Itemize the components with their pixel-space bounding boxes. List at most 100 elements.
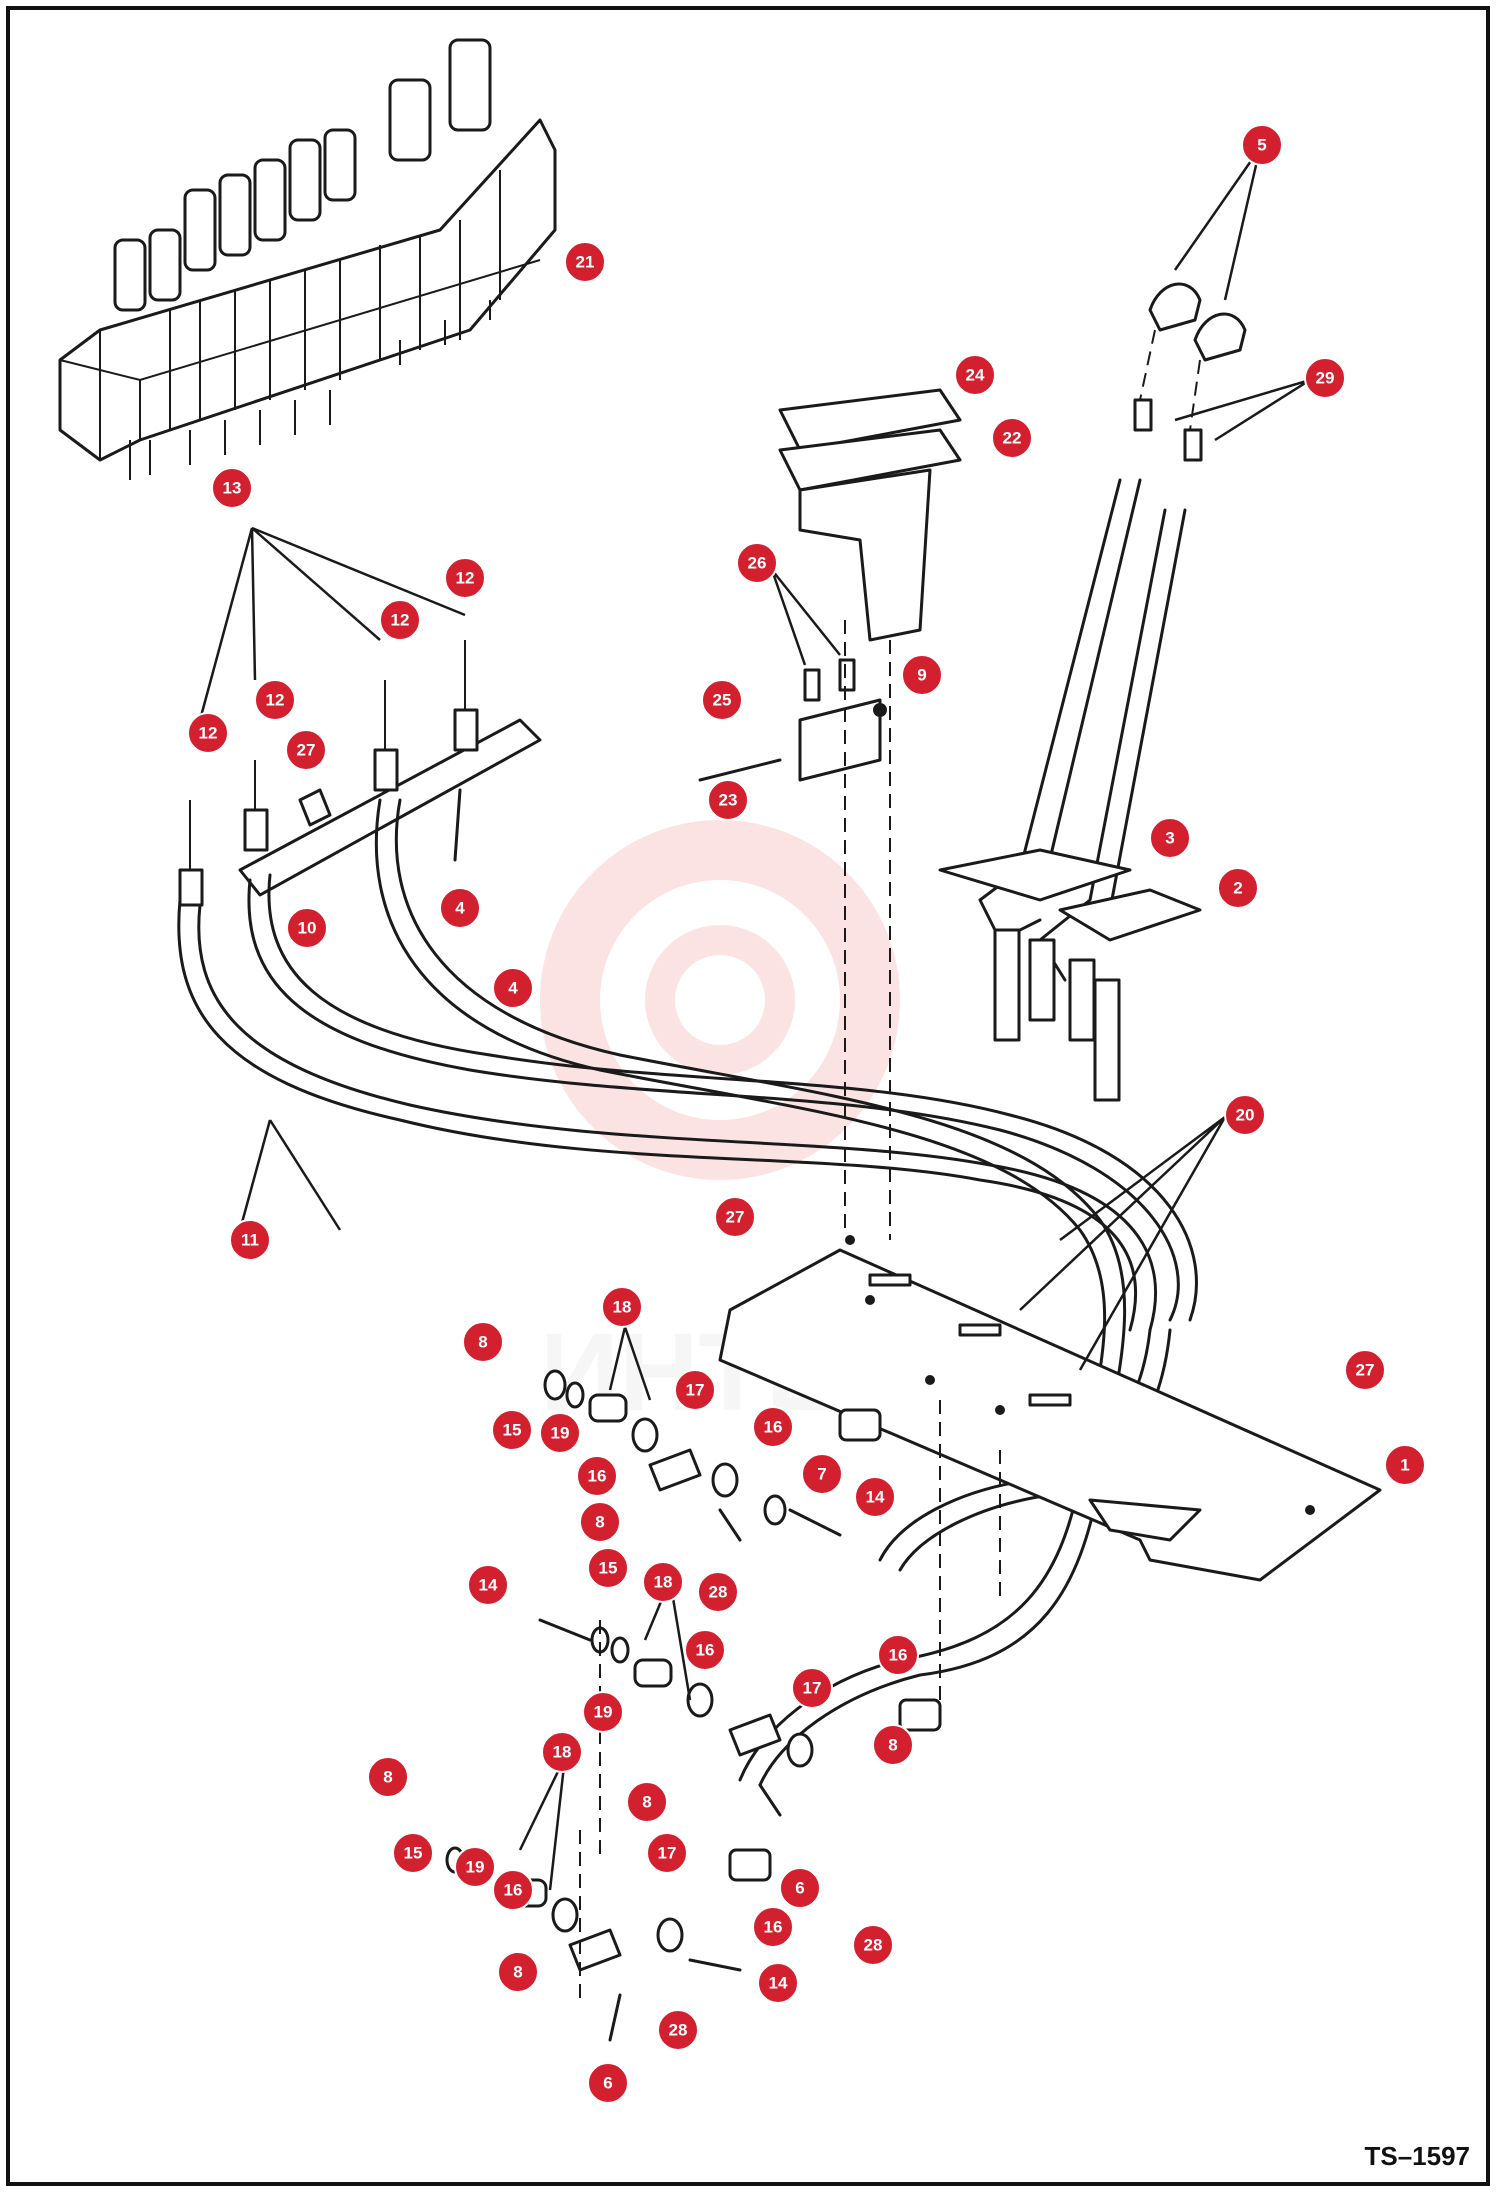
callout-label: 6 xyxy=(795,1879,804,1898)
callout-marker xyxy=(626,1781,668,1823)
callout-c6a: 6 xyxy=(779,1867,821,1909)
callout-label: 12 xyxy=(199,724,218,743)
callout-marker xyxy=(991,417,1033,459)
callout-marker xyxy=(752,1906,794,1948)
callout-c11: 11 xyxy=(229,1219,271,1261)
callout-marker xyxy=(901,654,943,696)
callout-c15a: 15 xyxy=(491,1409,533,1451)
callout-c18a: 18 xyxy=(601,1286,643,1328)
callout-c21: 21 xyxy=(564,241,606,283)
callout-label: 29 xyxy=(1316,369,1335,388)
callout-c13: 13 xyxy=(211,467,253,509)
mount-brackets xyxy=(698,388,962,1240)
callout-label: 7 xyxy=(817,1465,826,1484)
callout-c16f: 16 xyxy=(752,1906,794,1948)
callout-label: 18 xyxy=(553,1743,572,1762)
callout-label: 4 xyxy=(455,899,465,918)
callout-marker xyxy=(541,1731,583,1773)
callout-c16e: 16 xyxy=(492,1869,534,1911)
callout-label: 9 xyxy=(917,666,926,685)
callout-marker xyxy=(467,1564,509,1606)
callout-marker xyxy=(1384,1444,1426,1486)
callout-c1: 1 xyxy=(1384,1444,1426,1486)
callout-label: 2 xyxy=(1233,879,1242,898)
callout-c24: 24 xyxy=(954,354,996,396)
callout-label: 12 xyxy=(456,569,475,588)
callout-c28b: 28 xyxy=(852,1924,894,1966)
callout-label: 27 xyxy=(1356,1361,1375,1380)
callout-c16d: 16 xyxy=(877,1634,919,1676)
callout-c8d: 8 xyxy=(626,1781,668,1823)
callout-label: 27 xyxy=(297,741,316,760)
callout-label: 27 xyxy=(726,1208,745,1227)
callout-c17c: 17 xyxy=(646,1832,688,1874)
callout-label: 28 xyxy=(709,1583,728,1602)
callout-markers: 1234456678888889101112121212131414141515… xyxy=(187,124,1426,2104)
callout-marker xyxy=(285,729,327,771)
callout-label: 8 xyxy=(642,1793,651,1812)
callout-marker xyxy=(601,1286,643,1328)
callout-marker xyxy=(211,467,253,509)
valve-spool-caps xyxy=(113,38,492,312)
callout-c28c: 28 xyxy=(657,2009,699,2051)
callout-c16b: 16 xyxy=(752,1406,794,1448)
callout-marker xyxy=(1304,357,1346,399)
callout-c3: 3 xyxy=(1149,817,1191,859)
callout-c2: 2 xyxy=(1217,867,1259,909)
callout-c19a: 19 xyxy=(539,1412,581,1454)
callout-c14a: 14 xyxy=(467,1564,509,1606)
callout-c26: 26 xyxy=(736,542,778,584)
callout-label: 14 xyxy=(479,1576,498,1595)
callout-label: 17 xyxy=(686,1381,705,1400)
callout-marker xyxy=(852,1924,894,1966)
callout-marker xyxy=(454,1846,496,1888)
callout-c12b: 12 xyxy=(379,599,421,641)
callout-c10: 10 xyxy=(286,907,328,949)
callout-marker xyxy=(1344,1349,1386,1391)
callout-label: 12 xyxy=(391,611,410,630)
callout-label: 5 xyxy=(1257,136,1266,155)
callout-marker xyxy=(367,1756,409,1798)
callout-label: 10 xyxy=(298,919,317,938)
callout-c19c: 19 xyxy=(454,1846,496,1888)
callout-c23: 23 xyxy=(707,779,749,821)
callout-marker xyxy=(872,1724,914,1766)
callout-c16a: 16 xyxy=(576,1455,618,1497)
callout-c18b: 18 xyxy=(642,1561,684,1603)
callout-c19b: 19 xyxy=(582,1691,624,1733)
callout-label: 15 xyxy=(599,1559,618,1578)
callout-c18c: 18 xyxy=(541,1731,583,1773)
callout-label: 20 xyxy=(1236,1106,1255,1125)
callout-marker xyxy=(801,1453,843,1495)
callout-marker xyxy=(492,1869,534,1911)
callout-label: 28 xyxy=(864,1936,883,1955)
callout-marker xyxy=(701,679,743,721)
callout-label: 8 xyxy=(595,1513,604,1532)
callout-marker xyxy=(757,1962,799,2004)
callout-marker xyxy=(736,542,778,584)
callout-c27a: 27 xyxy=(285,729,327,771)
callout-c28a: 28 xyxy=(697,1571,739,1613)
callout-marker xyxy=(697,1571,739,1613)
callout-marker xyxy=(657,2009,699,2051)
callout-c12d: 12 xyxy=(187,712,229,754)
callout-c9: 9 xyxy=(901,654,943,696)
callout-c8a: 8 xyxy=(462,1321,504,1363)
callout-c8b: 8 xyxy=(579,1501,621,1543)
callout-c14b: 14 xyxy=(854,1476,896,1518)
callout-marker xyxy=(707,779,749,821)
callout-c15b: 15 xyxy=(587,1547,629,1589)
callout-c16c: 16 xyxy=(684,1629,726,1671)
callout-label: 13 xyxy=(223,479,242,498)
main-mounting-plate xyxy=(718,1235,1382,1700)
callout-marker xyxy=(564,241,606,283)
callout-c17a: 17 xyxy=(674,1369,716,1411)
callout-marker xyxy=(587,2062,629,2104)
callout-marker xyxy=(877,1634,919,1676)
callout-marker xyxy=(791,1667,833,1709)
callout-label: 14 xyxy=(769,1974,788,1993)
callout-marker xyxy=(492,967,534,1009)
callout-marker xyxy=(752,1406,794,1448)
callout-label: 16 xyxy=(696,1641,715,1660)
callout-c6b: 6 xyxy=(587,2062,629,2104)
